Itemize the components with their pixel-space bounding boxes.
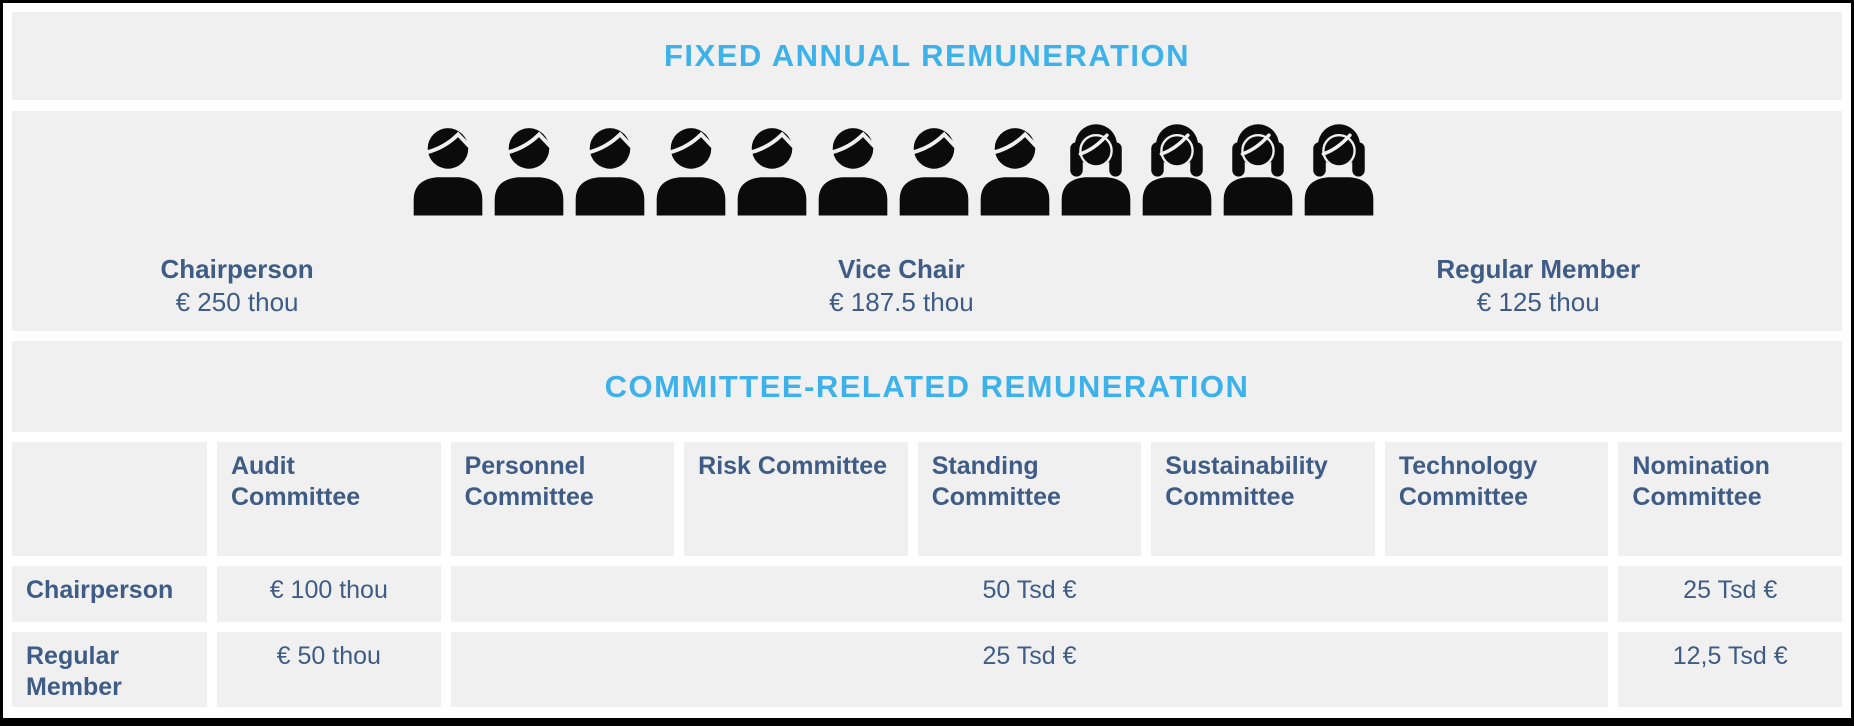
female-member-icon <box>1057 123 1135 216</box>
role-amount: € 187.5 thou <box>829 286 974 317</box>
male-member-icon <box>652 123 730 216</box>
role-label: Regular Member <box>1436 254 1641 284</box>
committee-table-header: Audit Committee Personnel Committee Risk… <box>12 442 1842 556</box>
committee-table-row-regular-member: Regular Member € 50 thou 25 Tsd € 12,5 T… <box>12 632 1842 707</box>
header-cell-risk-committee: Risk Committee <box>684 442 908 556</box>
cell-chairperson-audit: € 100 thou <box>217 566 441 622</box>
male-member-icon <box>814 123 892 216</box>
male-member-icon <box>490 123 568 216</box>
cell-regular-member-nomination: 12,5 Tsd € <box>1618 632 1842 707</box>
header-cell-sustainability-committee: Sustainability Committee <box>1151 442 1375 556</box>
board-members-panel: Chairperson € 250 thou Vice Chair € 187.… <box>12 111 1842 331</box>
row-label-chairperson: Chairperson <box>12 566 207 622</box>
role-regular-member: Regular Member € 125 thou <box>1436 253 1640 318</box>
female-member-icon <box>1300 123 1378 216</box>
cell-chairperson-nomination: 25 Tsd € <box>1618 566 1842 622</box>
fixed-remuneration-title-panel: FIXED ANNUAL REMUNERATION <box>12 12 1842 100</box>
female-member-icon <box>1138 123 1216 216</box>
fixed-remuneration-title: FIXED ANNUAL REMUNERATION <box>663 38 1191 73</box>
header-cell-audit-committee: Audit Committee <box>217 442 441 556</box>
role-amount: € 250 thou <box>175 286 299 317</box>
role-amount: € 125 thou <box>1476 286 1600 317</box>
female-member-icon <box>1219 123 1297 216</box>
cell-regular-member-audit: € 50 thou <box>217 632 441 707</box>
role-label: Vice Chair <box>838 254 965 284</box>
role-label: Chairperson <box>160 254 314 284</box>
cell-regular-member-middle-merged: 25 Tsd € <box>450 632 1609 707</box>
committee-remuneration-title: COMMITTEE-RELATED REMUNERATION <box>604 368 1250 404</box>
male-member-icon <box>571 123 649 216</box>
role-vice-chair: Vice Chair € 187.5 thou <box>829 253 974 318</box>
members-row <box>0 111 1808 216</box>
header-cell-nomination-committee: Nomination Committee <box>1618 442 1842 556</box>
role-chairperson: Chairperson € 250 thou <box>161 253 314 318</box>
male-member-icon <box>733 123 811 216</box>
header-cell-personnel-committee: Personnel Committee <box>450 442 675 556</box>
committee-remuneration-title-panel: COMMITTEE-RELATED REMUNERATION <box>12 341 1842 432</box>
male-member-icon <box>976 123 1054 216</box>
committee-table-row-chairperson: Chairperson € 100 thou 50 Tsd € 25 Tsd € <box>12 566 1842 622</box>
male-member-icon <box>895 123 973 216</box>
header-cell-technology-committee: Technology Committee <box>1384 442 1609 556</box>
cell-chairperson-middle-merged: 50 Tsd € <box>450 566 1609 622</box>
header-cell-standing-committee: Standing Committee <box>917 442 1142 556</box>
row-label-regular-member: Regular Member <box>12 632 207 707</box>
header-cell-empty <box>12 442 207 556</box>
male-member-icon <box>409 123 487 216</box>
